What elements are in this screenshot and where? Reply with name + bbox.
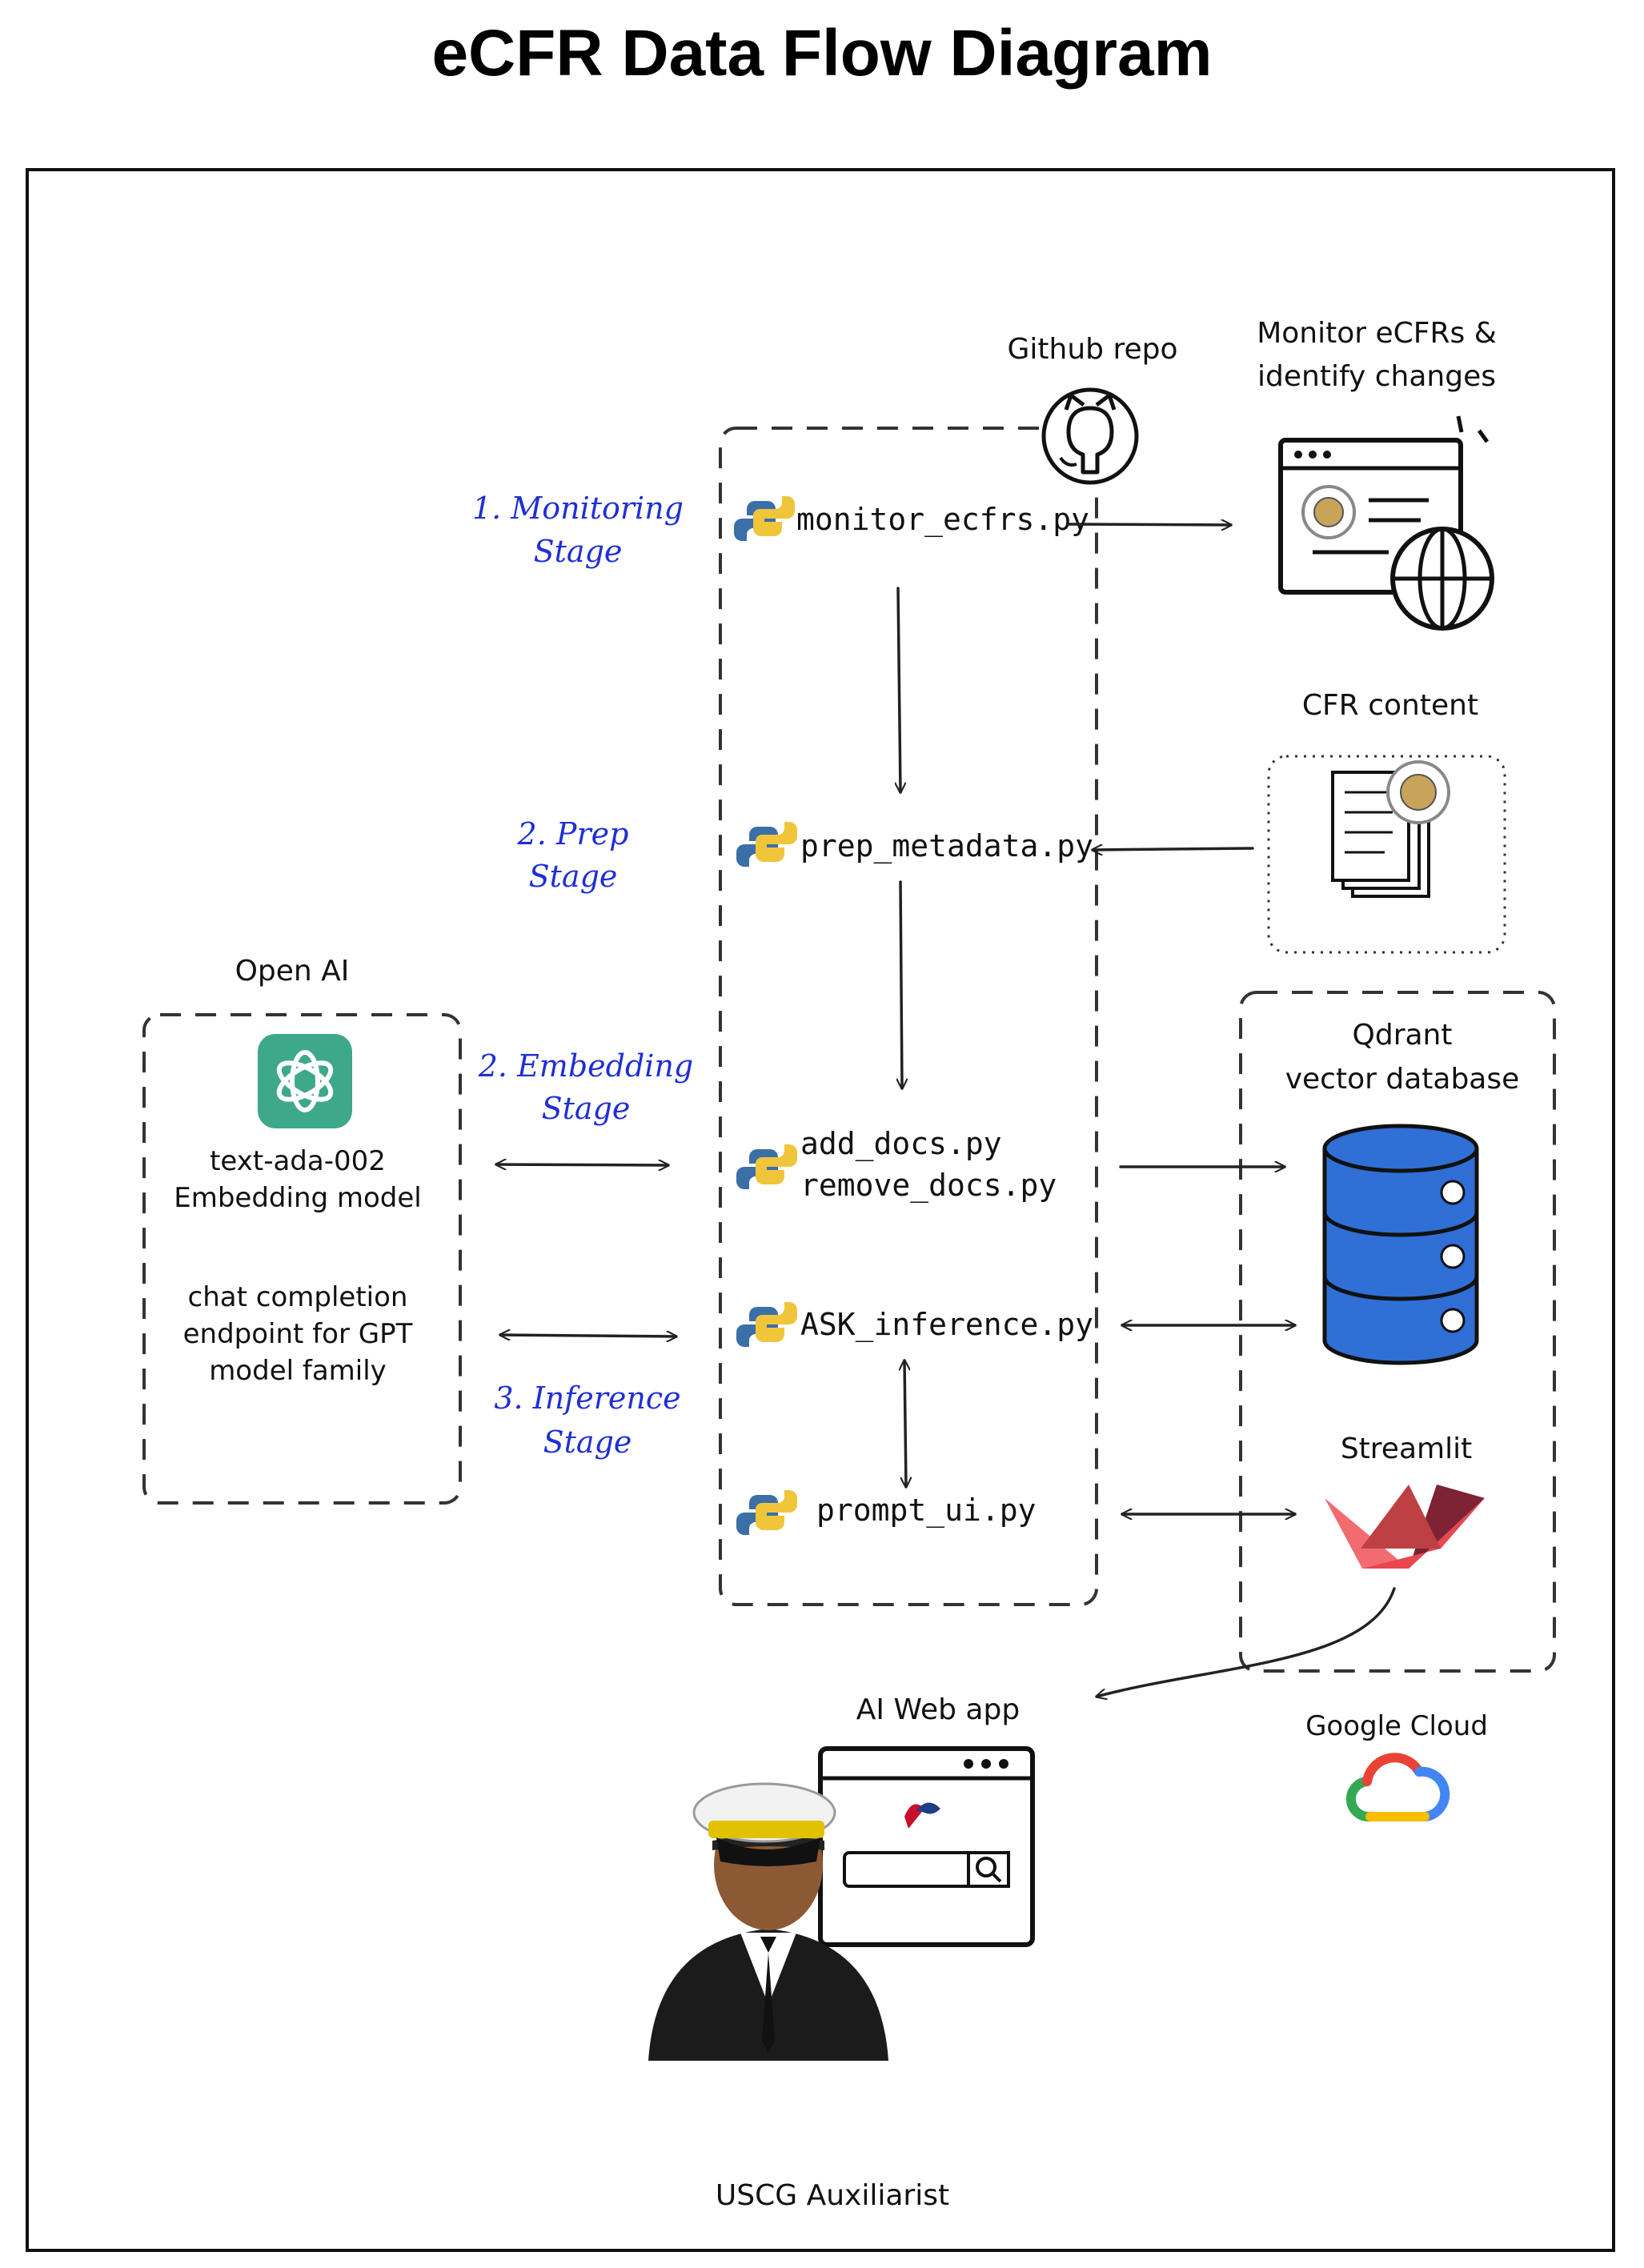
openai-chat-line1: chat completion — [188, 1281, 408, 1313]
streamlit-label: Streamlit — [1341, 1433, 1472, 1465]
monitor-target-label-line2: identify changes — [1257, 360, 1496, 393]
arrow-prep-to-add-docs — [900, 880, 902, 1090]
google-cloud-label: Google Cloud — [1305, 1710, 1488, 1742]
github-repo-container — [719, 427, 1098, 1606]
script-monitor-ecfrs[interactable]: monitor_ecfrs.py — [796, 502, 1089, 538]
python-icon — [734, 496, 795, 541]
openai-label: Open AI — [235, 955, 350, 988]
arrow-embedding-openai — [495, 1164, 670, 1165]
github-label: Github repo — [1008, 333, 1178, 366]
arrow-cfr-content-to-prep — [1091, 848, 1254, 850]
database-icon — [1322, 1124, 1479, 1365]
github-icon — [1041, 387, 1139, 485]
user-label: USCG Auxiliarist — [716, 2179, 949, 2212]
monitor-target-label-line1: Monitor eCFRs & — [1257, 317, 1497, 350]
web-app-label: AI Web app — [856, 1693, 1020, 1726]
cfr-content-container — [1267, 755, 1506, 954]
stage-prep-line2: Stage — [529, 859, 618, 894]
diagram-frame — [26, 168, 1615, 2252]
page-title: eCFR Data Flow Diagram — [431, 17, 1213, 90]
arrow-inference-openai — [499, 1335, 678, 1336]
python-icon — [736, 822, 797, 867]
stage-monitoring-line2: Stage — [534, 534, 623, 569]
arrow-streamlit-to-web-app — [1097, 1587, 1396, 1697]
script-remove-docs[interactable]: remove_docs.py — [800, 1168, 1057, 1204]
python-icon — [736, 1302, 797, 1347]
python-icon — [736, 1144, 797, 1189]
script-ask-inference[interactable]: ASK_inference.py — [800, 1307, 1093, 1343]
openai-embedding-line2: Embedding model — [174, 1182, 422, 1214]
openai-embedding-line1: text-ada-002 — [210, 1145, 386, 1177]
stage-embedding-line1: 2. Embedding — [478, 1048, 694, 1084]
stage-embedding-line2: Stage — [542, 1091, 631, 1126]
openai-chat-line2: endpoint for GPT — [183, 1318, 413, 1350]
google-cloud-icon — [1345, 1753, 1450, 1822]
python-icon — [736, 1490, 797, 1535]
arrow-monitor-to-ecfr-site — [1067, 524, 1233, 525]
google-cloud-container — [1239, 991, 1556, 1673]
script-add-docs[interactable]: add_docs.py — [800, 1126, 1002, 1162]
qdrant-label-line2: vector database — [1285, 1063, 1520, 1096]
script-prep-metadata[interactable]: prep_metadata.py — [800, 828, 1093, 864]
openai-icon — [258, 1034, 352, 1128]
openai-container — [142, 1013, 462, 1505]
officer-avatar-icon — [648, 1782, 888, 2061]
documents-seal-icon — [1331, 760, 1450, 898]
script-prompt-ui[interactable]: prompt_ui.py — [816, 1493, 1037, 1529]
stage-prep-line1: 2. Prep — [517, 816, 629, 852]
stage-inference-line1: 3. Inference — [494, 1380, 680, 1416]
arrow-monitor-to-prep — [898, 587, 900, 794]
streamlit-icon — [1325, 1485, 1485, 1569]
stage-monitoring-line1: 1. Monitoring — [472, 491, 684, 526]
browser-globe-icon — [1278, 415, 1494, 631]
qdrant-label-line1: Qdrant — [1353, 1019, 1453, 1052]
arrow-ask-prompt-ui — [904, 1359, 906, 1489]
cfr-content-label: CFR content — [1302, 689, 1478, 722]
openai-chat-line3: model family — [209, 1355, 387, 1387]
stage-inference-line2: Stage — [543, 1425, 632, 1460]
search-browser-icon — [818, 1746, 1035, 1947]
